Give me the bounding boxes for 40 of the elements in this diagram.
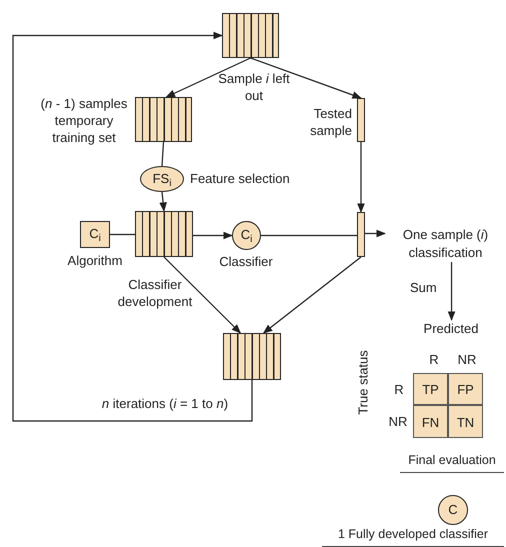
arrow [357,142,365,213]
sample-bar [357,98,365,142]
matrix-cell: TP [413,373,448,405]
matrix-cell: FP [448,373,483,405]
sample-matrix [222,13,279,58]
classifier-circle: C [438,495,468,525]
caption-text: Classifier development [116,276,194,310]
arrow [250,57,362,99]
text-label: R [393,381,405,398]
caption-text: Tested sample [309,105,352,139]
arrow [165,57,251,98]
sample-matrix [135,97,192,142]
caption-text: Classifier [218,253,274,270]
matrix-cell: TN [448,405,483,438]
feature-selection-ellipse: FS$_{i}$ [140,166,184,192]
matrix-cell: FN [413,405,448,438]
text-label: Sample i left out [218,70,290,104]
caption-text: (n - 1) samples temporary training set [40,95,128,146]
classifier-circle: C$_{i}$ [232,221,261,250]
arrow [262,256,362,334]
arrow [164,256,242,334]
arrow [448,262,456,321]
caption-text: Algorithm [66,252,124,269]
text-label: NR [388,413,408,430]
arrow [365,230,386,238]
text-label: Predicted [401,320,501,340]
text-label: One sample (i) classification [385,226,506,262]
sample-matrix [135,211,193,257]
arrow [12,32,253,422]
underlined-heading: Final evaluation [400,452,504,473]
text-label: R [428,351,440,368]
arrow [159,192,167,212]
axis-title: True status [354,349,372,417]
caption-text: Feature selection [190,170,291,187]
arrow [193,232,233,240]
sample-matrix [223,333,281,380]
text-label: NR [456,351,478,368]
algorithm-box: C$_{i}$ [80,221,110,248]
underlined-heading: 1 Fully developed classifier [322,526,504,547]
sample-bar [357,212,365,257]
